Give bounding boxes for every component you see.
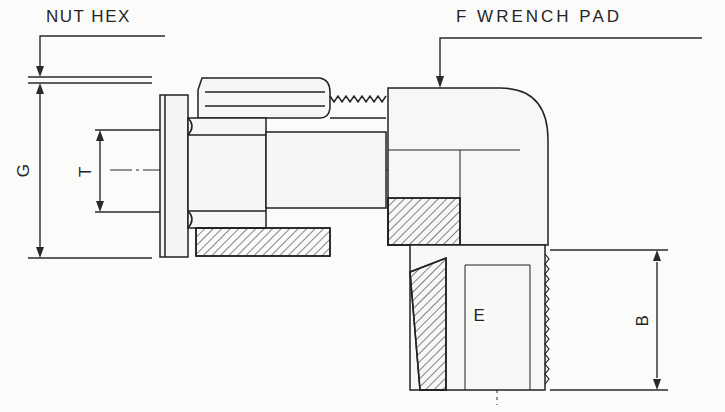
dimension-label: B: [634, 313, 652, 328]
dimension-lines: [28, 36, 702, 405]
fitting: [160, 78, 549, 390]
dimension-label: G: [15, 162, 33, 179]
dimension-label: T: [77, 164, 95, 178]
dimension-label: E: [473, 307, 488, 325]
arrowheads: [36, 66, 661, 390]
part-name: F WRENCH PAD: [455, 8, 623, 26]
part-name: NUT HEX: [45, 8, 132, 26]
